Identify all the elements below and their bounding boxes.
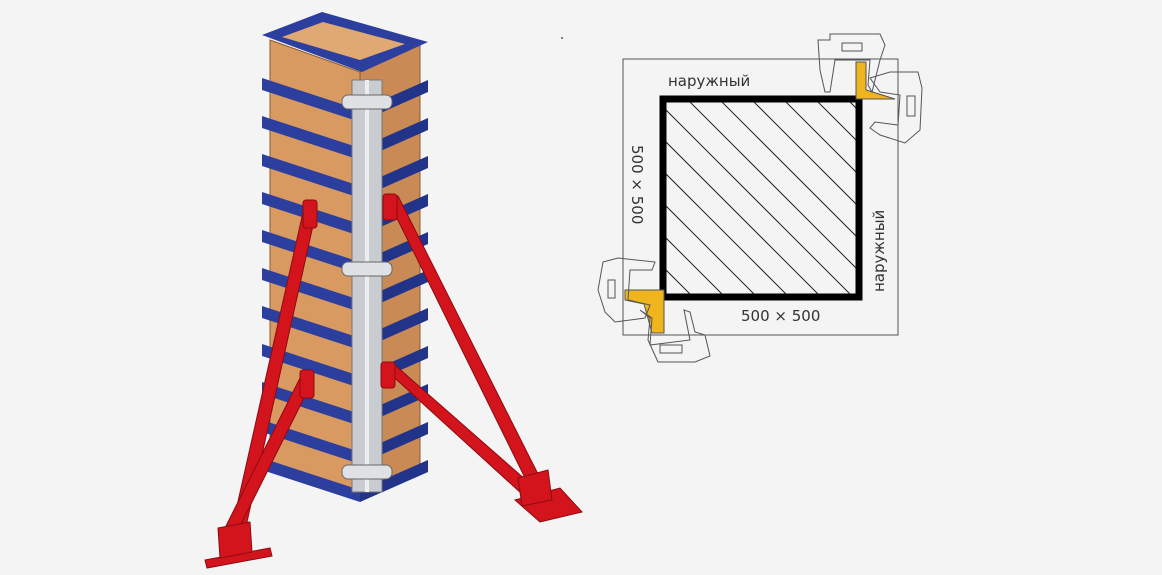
frame-bar-left [262,344,360,388]
column-formwork-illustration [204,12,583,569]
plan-view: наружный наружный 500 × 500 500 × 500 [597,33,923,363]
hatching [666,102,856,294]
top-outer-label: наружный [668,72,750,90]
outer-contour [622,58,899,336]
hatch-line [666,205,755,294]
frame-bar-left [262,458,360,502]
hatch-line [666,141,819,294]
waler-clamp [341,94,393,110]
frame-bar-left [262,154,360,198]
waler-clamp [341,464,393,480]
top-opening [282,22,405,60]
corner-angle-top-right [855,61,896,100]
bottom-dimension: 500 × 500 [741,307,820,325]
corner-angle-bottom-left [624,289,665,334]
hatch-line [817,102,856,141]
waler-clamp [341,261,393,277]
left-braces [204,199,318,569]
waler-clamps [341,94,393,480]
right-outer-label: наружный [870,210,888,292]
hatch-line [689,102,856,269]
clamp-outlines [597,33,923,363]
hatch-line [721,102,856,237]
frame-bar-left [262,268,360,312]
frame-bar-left [262,382,360,426]
hatch-line [753,102,856,205]
right-braces [380,193,583,523]
column-section [659,95,863,301]
frame-bar-left [262,116,360,160]
frame-bar-left [262,78,360,122]
hatch-line [666,237,723,294]
hatch-line [666,173,787,294]
left-dimension: 500 × 500 [628,145,646,224]
frame-bar-left [262,230,360,274]
hatch-line [666,269,691,294]
hatch-line [666,109,851,294]
hatch-line [785,102,856,173]
